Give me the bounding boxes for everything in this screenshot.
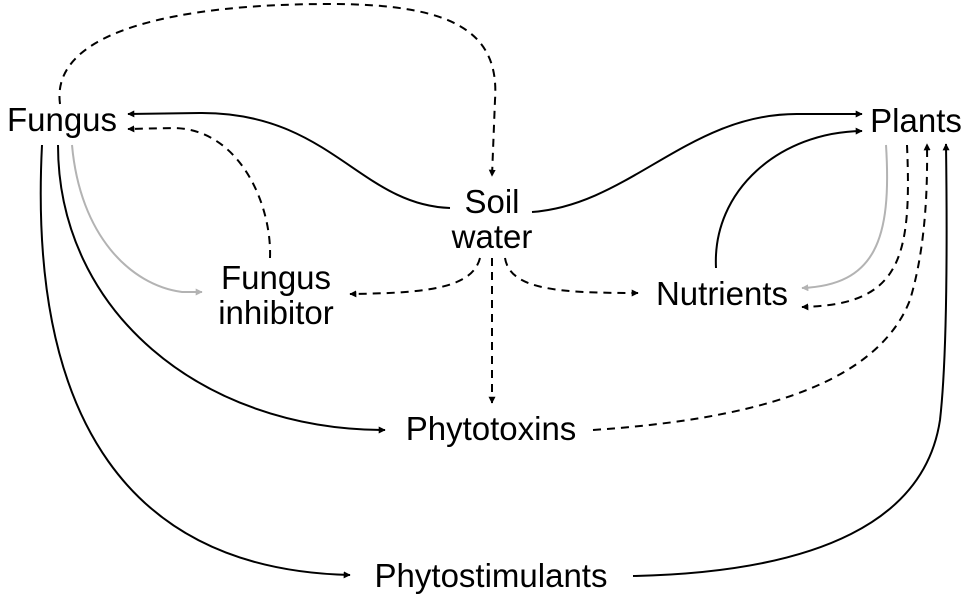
edge-fungus-to-phytostimulants: [39, 144, 351, 579]
node-plants: Plants: [870, 102, 962, 139]
edge-soil-water-to-fungus: [127, 110, 451, 209]
edge-phytotoxins-to-plants: [592, 143, 931, 431]
edge-fungus-inhibitor-to-fungus: [127, 125, 272, 259]
node-soil-water-line-1: Soil: [464, 183, 519, 220]
node-fungus: Fungus: [7, 101, 117, 138]
edge-fungus-to-fungus-inhibitor: [71, 144, 203, 296]
node-fungus-inhibitor-line-1: Fungus: [221, 259, 331, 296]
node-fungus-inhibitor-line-2: inhibitor: [218, 294, 334, 331]
edge-plants-to-nutrients-dashed: [801, 144, 909, 311]
edge-nutrients-to-plants: [714, 127, 863, 269]
edge-fungus-to-phytotoxins: [57, 144, 386, 434]
edge-plants-to-nutrients-gray: [801, 144, 889, 292]
node-phytostimulants: Phytostimulants: [375, 557, 608, 594]
node-soil-water-line-2: water: [451, 218, 533, 255]
edge-fungus-to-soil-water: [58, 2, 497, 177]
node-phytotoxins: Phytotoxins: [406, 410, 577, 447]
node-nutrients: Nutrients: [656, 275, 788, 312]
edge-soil-water-to-plants: [531, 110, 863, 213]
edges: [39, 2, 950, 579]
nodes: Fungus Plants Soil water Fungus inhibito…: [7, 101, 962, 594]
edge-phytostimulants-to-plants: [632, 143, 950, 577]
edge-soil-water-to-nutrients: [504, 257, 639, 297]
edge-soil-water-to-fungus-inhibitor: [349, 257, 481, 298]
